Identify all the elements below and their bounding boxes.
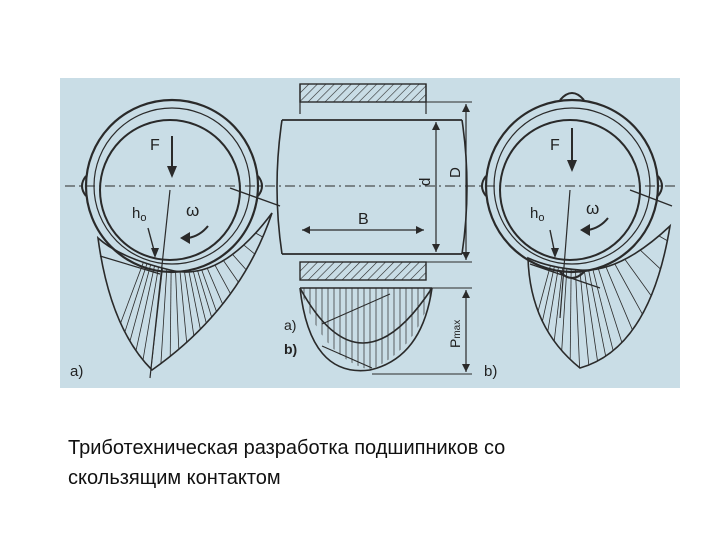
left-gap-label: ho [132,205,146,224]
curve-b-label: b) [284,341,297,357]
right-rotation-label: ω [586,199,599,218]
slide-caption: Триботехническая разработка подшипников … [68,433,668,493]
left-rotation-label: ω [186,201,199,220]
left-bearing [81,98,281,379]
caption-line-1: Триботехническая разработка подшипников … [68,437,506,459]
caption-line-2: скользящим контактом [68,467,281,489]
pressure-label: Pmax [447,320,463,348]
right-gap-label: ho [530,205,544,224]
left-pressure-outline [96,212,273,372]
right-bearing [481,92,673,369]
inner-diameter-label: d [417,178,434,186]
left-panel-label: a) [70,363,83,380]
bearing-diagram-svg: F ho ω a) [65,83,675,380]
curve-a-label: a) [284,317,296,333]
right-force-label: F [550,137,560,154]
left-force-label: F [150,137,160,154]
bearing-diagram: F ho ω a) [60,78,680,388]
shaft-section [276,83,472,375]
right-panel-label: b) [484,363,497,380]
width-label: B [358,211,369,228]
outer-diameter-label: D [447,167,464,178]
